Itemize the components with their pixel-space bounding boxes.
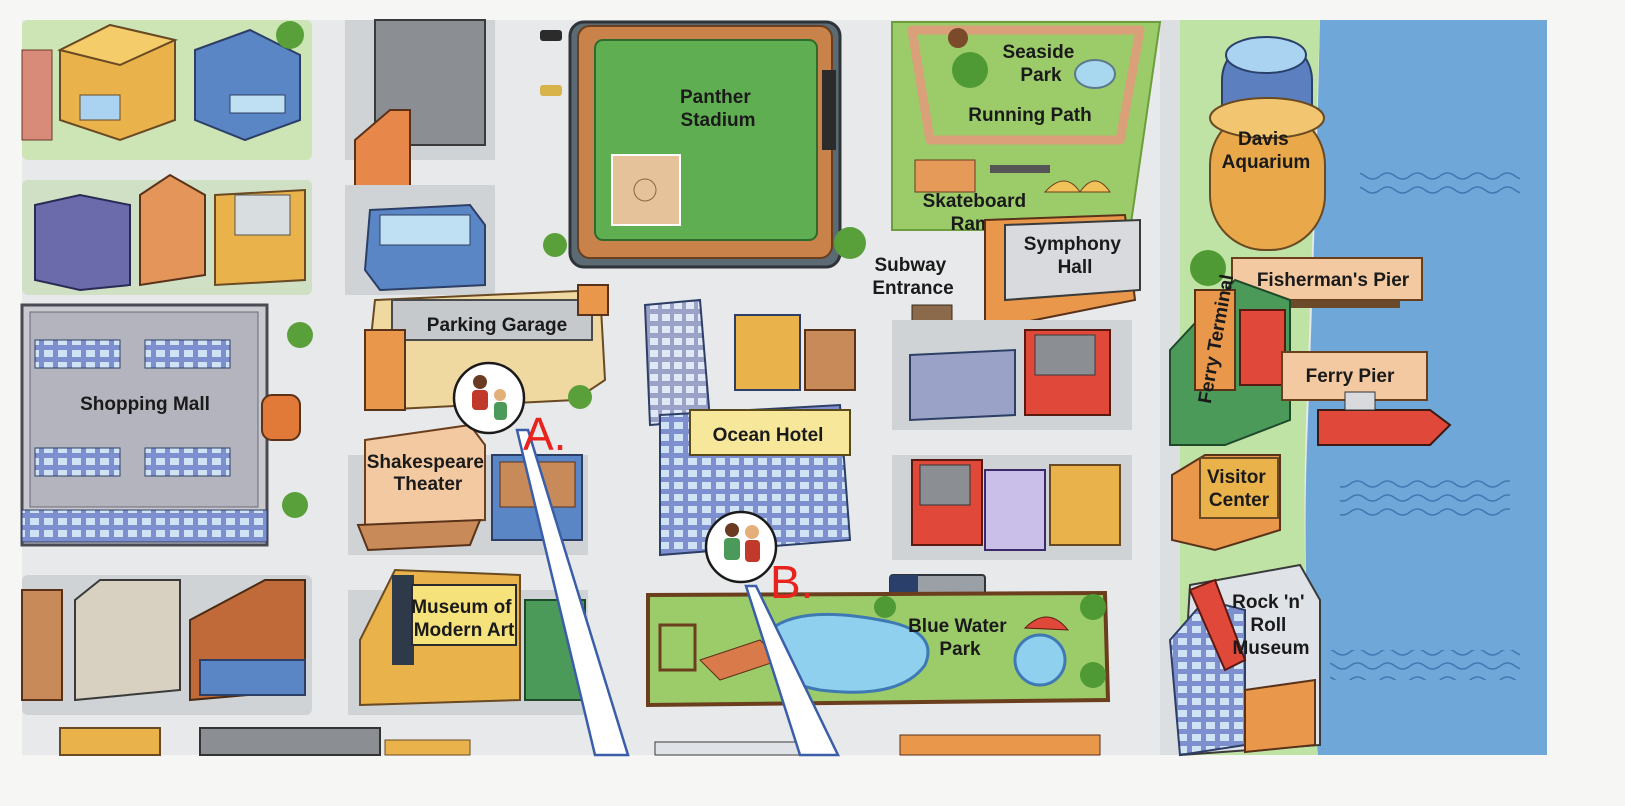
- marker-a-label: A.: [523, 408, 566, 460]
- fountain-icon: [1074, 59, 1116, 89]
- tree-icon: [543, 233, 567, 257]
- water-waves: [1360, 170, 1520, 200]
- tree-icon: [276, 21, 304, 49]
- umbrella-icon: [1023, 616, 1070, 631]
- purple-rowhouse: [34, 193, 131, 292]
- skateboard-ramp-shape: [914, 159, 976, 193]
- label-fishermans-pier: Fisherman's Pier: [1257, 270, 1410, 291]
- tree-icon: [1080, 662, 1106, 688]
- tree-icon: [952, 52, 988, 88]
- davis-aquarium[interactable]: Davis Aquarium: [1209, 36, 1326, 251]
- gray-house: [74, 579, 181, 702]
- label-visitor-center: Visitor Center: [1207, 467, 1271, 511]
- blue-water-park[interactable]: Blue Water Park: [646, 590, 1111, 708]
- tree-icon: [287, 322, 313, 348]
- label-ferry-pier: Ferry Pier: [1306, 366, 1395, 387]
- label-running-path: Running Path: [968, 105, 1091, 126]
- marker-b-circle: [704, 510, 778, 584]
- marker-b-label: B.: [770, 556, 813, 608]
- label-subway-entrance[interactable]: Subway Entrance: [872, 255, 953, 299]
- ocean-hotel[interactable]: Ocean Hotel: [643, 298, 856, 557]
- tree-icon: [568, 385, 592, 409]
- yellow-townhouse: [1049, 464, 1121, 546]
- symphony-hall[interactable]: Symphony Hall: [984, 213, 1141, 332]
- label-symphony-hall: Symphony Hall: [1024, 234, 1126, 278]
- marker-b-pointer: [744, 584, 840, 757]
- visitor-center[interactable]: Visitor Center: [1171, 454, 1281, 552]
- guitar-icon: [1188, 578, 1247, 672]
- seaside-park[interactable]: Seaside Park Running Path: [891, 21, 1162, 231]
- label-parking-garage: Parking Garage: [427, 315, 567, 336]
- label-seaside-park: Seaside Park: [1002, 42, 1079, 86]
- tree-icon: [282, 492, 308, 518]
- ferry-terminal[interactable]: Ferry Terminal: [1169, 273, 1291, 446]
- label-ocean-hotel: Ocean Hotel: [713, 425, 824, 446]
- tree-icon: [834, 227, 866, 259]
- playground-icon: [658, 623, 697, 672]
- ferry-pier[interactable]: Ferry Pier: [1281, 351, 1452, 446]
- label-shopping-mall: Shopping Mall: [80, 394, 210, 415]
- purple-townhouse: [984, 469, 1046, 551]
- tree-icon: [1190, 250, 1226, 286]
- rock-n-roll-museum[interactable]: Rock 'n' Roll Museum: [1168, 563, 1321, 757]
- marker-a-pointer: [515, 428, 630, 757]
- label-museum-modern-art: Museum of Modern Art: [411, 597, 517, 641]
- mall-entrance: [261, 394, 301, 441]
- bench-icon: [948, 28, 968, 48]
- label-panther-stadium: Panther Stadium: [680, 87, 756, 131]
- car-icon: [540, 85, 562, 96]
- label-rock-n-roll-museum: Rock 'n' Roll Museum: [1232, 592, 1310, 659]
- tree-icon: [1080, 594, 1106, 620]
- panther-stadium[interactable]: Panther Stadium: [568, 20, 842, 269]
- marker-a[interactable]: A.: [452, 361, 566, 460]
- gray-building: [909, 348, 1016, 422]
- shopping-mall[interactable]: Shopping Mall: [20, 303, 301, 547]
- marker-a-circle: [452, 361, 526, 435]
- parking-garage[interactable]: Parking Garage: [363, 284, 609, 412]
- label-davis-aquarium: Davis Aquarium: [1222, 129, 1311, 173]
- orange-house: [139, 173, 206, 287]
- person-icon: [725, 523, 739, 537]
- scoreboard: [822, 70, 836, 150]
- marker-b[interactable]: B.: [704, 510, 813, 608]
- ferry-boat-icon: [1317, 409, 1452, 446]
- museum-modern-art[interactable]: Museum of Modern Art: [348, 568, 588, 715]
- car-icon: [540, 30, 562, 41]
- label-blue-water-park: Blue Water Park: [908, 616, 1012, 660]
- label-shakespeare-theater: Shakespeare Theater: [367, 452, 490, 495]
- running-path-track: [907, 25, 1145, 145]
- person-icon: [473, 375, 487, 389]
